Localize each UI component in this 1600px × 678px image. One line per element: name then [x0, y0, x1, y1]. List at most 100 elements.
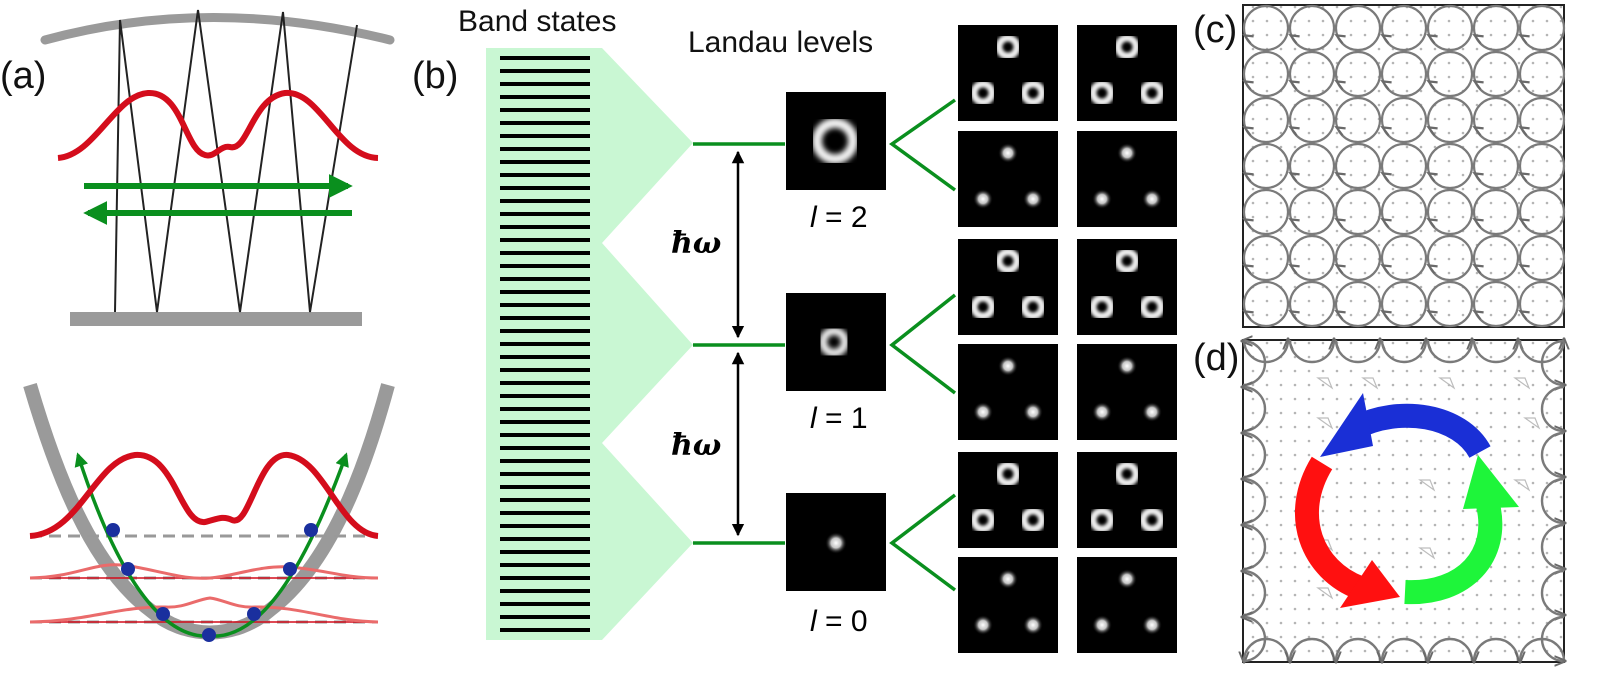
vortex-arrow-icon: [1288, 34, 1300, 45]
vortex-circle: [1380, 50, 1428, 98]
mode-image-l1: [786, 293, 886, 391]
vortex-circle: [1242, 50, 1290, 98]
vortex-arrow-icon: [1426, 80, 1438, 91]
vortex-arrow-icon: [1380, 264, 1392, 275]
edge-arc: [1426, 340, 1472, 364]
vortex-arrow-icon: [1518, 310, 1530, 321]
vortex-circle: [1472, 50, 1520, 98]
ring-spot: [970, 80, 996, 106]
vortex-arrow-icon: [1380, 126, 1392, 137]
vortex-circle: [1380, 142, 1428, 190]
blue-dot: [156, 607, 170, 621]
ring-spot: [1139, 294, 1165, 320]
vortex-arrow-icon: [1288, 218, 1300, 229]
green-arrowhead: [1463, 455, 1519, 509]
vortex-arrow-icon: [1242, 310, 1254, 321]
ring-spot: [1020, 80, 1046, 106]
vortex-arrow-icon: [1380, 34, 1392, 45]
vortex-arrow-icon: [1288, 264, 1300, 275]
split-mode-grid: [958, 25, 1177, 653]
bright-spot: [1092, 615, 1112, 635]
harmonic-potential: [23, 383, 395, 640]
bright-spot: [1117, 569, 1137, 589]
blue-arrow-body: [1349, 403, 1491, 459]
split-mode-thumb: [958, 131, 1058, 227]
ring-spot: [995, 461, 1021, 487]
panel-b-label: (b): [412, 55, 458, 97]
bright-spot: [973, 402, 993, 422]
bright-spot: [1092, 189, 1112, 209]
edge-arc: [1334, 340, 1380, 364]
vortex-circle: [1334, 4, 1382, 52]
bright-spot: [998, 356, 1018, 376]
red-arrow-body: [1295, 456, 1365, 600]
curved-mirror: [40, 13, 395, 45]
flat-mirror: [70, 312, 362, 326]
blue-dot: [304, 523, 318, 537]
split-mode-thumb: [958, 452, 1058, 548]
blue-dot: [121, 562, 135, 576]
bright-spot: [1142, 402, 1162, 422]
panel-d: (d): [1193, 337, 1564, 662]
split-mode-thumb: [1077, 557, 1177, 653]
vortex-circle: [1380, 96, 1428, 144]
vortex-arrow-icon: [1426, 172, 1438, 183]
green-arrow-body: [1404, 502, 1503, 605]
vortex-circle: [1288, 188, 1336, 236]
vortex-arrow-icon: [1242, 218, 1254, 229]
panel-a-label: (a): [0, 55, 46, 97]
edge-arc: [1540, 385, 1564, 431]
vortex-circle: [1518, 4, 1566, 52]
band-lines: [500, 56, 590, 632]
vortex-circle: [1242, 142, 1290, 190]
edge-arc: [1540, 569, 1564, 615]
split-mode-thumb: [958, 239, 1058, 335]
vortex-arrow-icon: [1242, 264, 1254, 275]
vortex-circle: [1426, 142, 1474, 190]
edge-arc: [1472, 340, 1518, 364]
panel-b: (b) Band states Landau levels ħω ħω l: [412, 5, 1177, 653]
vortex-circle: [1518, 142, 1566, 190]
vortex-circle: [1426, 4, 1474, 52]
panel-d-label: (d): [1193, 337, 1239, 379]
ring-spot: [1114, 461, 1140, 487]
vortex-arrow-icon: [1472, 34, 1484, 45]
vortex-arrow-icon: [1288, 172, 1300, 183]
bright-spot: [1023, 402, 1043, 422]
branch-lines-1: [889, 293, 957, 395]
gap-label-lower: ħω: [671, 428, 721, 463]
ring-spot: [1020, 507, 1046, 533]
vortex-circle: [1334, 280, 1382, 328]
gap-label-upper: ħω: [671, 226, 721, 261]
bright-spot: [1092, 402, 1112, 422]
vortex-arrow-icon: [1380, 172, 1392, 183]
vortex-arrow-icon: [1334, 310, 1346, 321]
panel-a: (a): [0, 9, 395, 642]
ring-spot: [970, 507, 996, 533]
vortex-arrow-icon: [1288, 310, 1300, 321]
edge-arc: [1540, 615, 1564, 661]
branch-lines-2: [888, 98, 957, 192]
vortex-arrow-icon: [1334, 34, 1346, 45]
green-trajectory: [74, 452, 349, 638]
mode-image-l0: [786, 493, 886, 591]
vortex-circle: [1380, 4, 1428, 52]
split-mode-thumb: [1077, 131, 1177, 227]
edge-arc: [1540, 339, 1564, 385]
edge-arc: [1540, 431, 1564, 477]
split-mode-thumb: [958, 557, 1058, 653]
vortex-arrow-icon: [1288, 80, 1300, 91]
panel-c-frame: [1242, 4, 1565, 328]
vortex-arrow-icon: [1242, 34, 1254, 45]
vortex-arrow-icon: [1334, 172, 1346, 183]
split-mode-thumb: [958, 25, 1058, 121]
vortex-arrow-icon: [1288, 126, 1300, 137]
ring-spot: [1114, 34, 1140, 60]
vortex-arrow-icon: [1518, 264, 1530, 275]
mode-image-l2: [786, 92, 886, 190]
vortex-circle: [1518, 234, 1566, 282]
edge-arc: [1288, 340, 1334, 364]
vortex-circle: [1518, 280, 1566, 328]
ring-spot: [995, 248, 1021, 274]
bright-spot: [973, 615, 993, 635]
